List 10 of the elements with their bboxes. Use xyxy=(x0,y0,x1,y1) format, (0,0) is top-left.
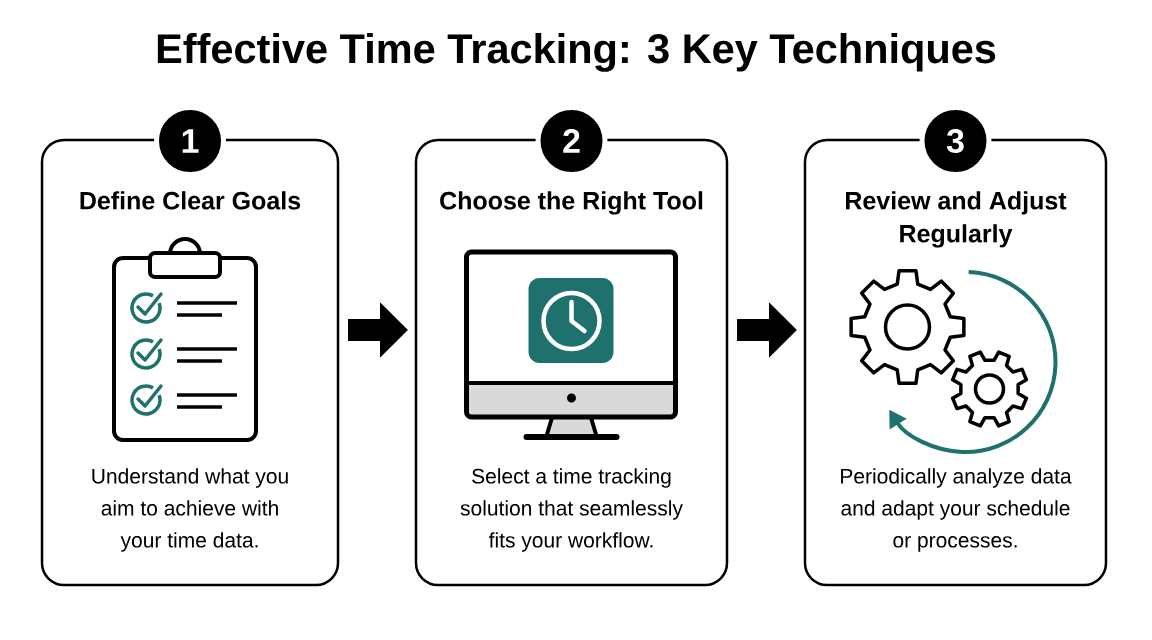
card-heading: Define Clear Goals xyxy=(80,191,301,210)
card-heading: Review and Adjust Regularly xyxy=(846,191,1067,248)
number-badge: 3 xyxy=(919,105,992,177)
title: Effective Time Tracking: 3 Key Techniques xyxy=(157,32,996,72)
number-badge: 2 xyxy=(535,105,608,177)
card-heading: Choose the Right Tool xyxy=(440,191,703,215)
card-description: Understand what you aim to achieve with your time data. xyxy=(92,468,288,552)
number-badge: 1 xyxy=(154,105,226,177)
card-description: Periodically analyze data and adapt your schedule or processes. xyxy=(841,468,1072,552)
card-description: Select a time tracking solution that seamlessly fits your workflow. xyxy=(460,468,683,552)
